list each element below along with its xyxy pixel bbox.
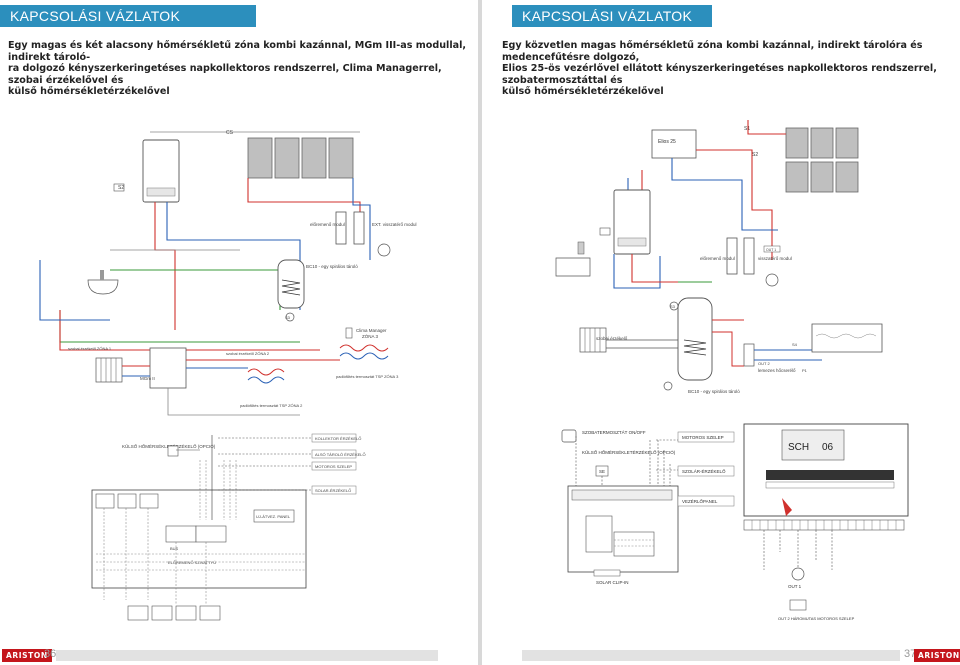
collector-sensor-label: KOLLEKTOR ÉRZÉKELŐ — [315, 436, 361, 441]
mgm-label: MGm II — [140, 376, 155, 381]
page-gutter — [478, 0, 482, 665]
out2-label: OUT 2 — [758, 361, 770, 366]
subtitle-line: Elios 25-ös vezérlővel ellátott kényszer… — [502, 63, 937, 86]
ariston-logo: ARISTON — [914, 649, 960, 662]
s2-label: S2 — [752, 152, 758, 158]
cs-label: CS — [226, 130, 234, 136]
left-page-title: KAPCSOLÁSI VÁZLATOK — [0, 5, 256, 27]
three-way-valve — [789, 599, 807, 611]
left-page-subtitle: Egy magas és két alacsony hőmérsékletű z… — [8, 40, 474, 98]
room-sensor-zone1-label: szobai érzékelő ZÓNA 1 — [68, 346, 112, 351]
flow-module — [726, 237, 738, 275]
storage-tank — [277, 259, 305, 309]
arrow-icon — [782, 498, 792, 516]
panel-label: UJ-ÁTVEZ. PANEL — [256, 514, 291, 519]
bus-label: BUS — [170, 546, 179, 551]
subtitle-line: Egy magas és két alacsony hőmérsékletű z… — [8, 40, 467, 63]
lower-tank-sensor-label: ALSÓ TÁROLÓ ÉRZÉKELŐ — [315, 452, 366, 457]
out2-valve-label: OUT 2 HÁROMUTAS MOTOROS SZELEP — [778, 616, 855, 621]
right-page-title: KAPCSOLÁSI VÁZLATOK — [512, 5, 712, 27]
flow-module — [335, 211, 347, 245]
tank-label: BC10 - egy spirálos tároló — [306, 264, 358, 269]
room-sensor-zone2-label: szobai érzékelő ZÓNA 2 — [226, 351, 270, 356]
radiator — [95, 357, 123, 383]
s3-label: S3 — [670, 304, 676, 309]
floor-thermostat-zone3-label: padlófűtés termosztát TSP ZÓNA 3 — [336, 374, 399, 379]
s1-label: S1 — [744, 126, 750, 132]
motor-valve-label: MOTOROS SZELEP — [315, 464, 352, 469]
right-hydraulic-diagram: S1 S2 Elios 25 előremenő modul visszatér… — [555, 120, 883, 394]
flow-module-label: előremenő modul — [700, 256, 735, 261]
flow-module-label: előremenő modul — [310, 222, 345, 227]
footer-bar — [56, 650, 438, 661]
left-footer: ARISTON 36 — [0, 646, 478, 665]
solar-collectors — [247, 137, 354, 179]
solar-sensor-label: SOLAR-ÉRZÉKELŐ — [315, 488, 351, 493]
display-number: 06 — [822, 442, 834, 453]
page-number: 37 — [904, 648, 917, 660]
combi-boiler — [142, 139, 180, 203]
solar-clip-label: SOLAR CLIP-IN — [596, 580, 629, 585]
solar-sensor-label: SZOLÁR-ÉRZÉKELŐ — [682, 468, 726, 474]
heat-exchanger-label: lemezes hőcserélő — [758, 368, 796, 373]
tank-label: BC10 - egy spirálos tároló — [688, 389, 740, 394]
left-hydraulic-diagram: CS S2 előremenő modul EXT. visszatérő mo… — [39, 130, 417, 416]
outdoor-sensor-label: KÜLSŐ HŐMÉRSÉKLETÉRZÉKELŐ (OPCIÓ) — [582, 449, 676, 455]
motor-valve-label: MOTOROS SZELEP — [682, 435, 724, 440]
return-module — [353, 211, 365, 245]
subtitle-line: külső hőmérsékletérzékelővel — [502, 86, 664, 98]
control-board — [91, 489, 307, 589]
clima-label: Clima Manager — [356, 328, 387, 333]
radiator — [579, 327, 607, 353]
return-module — [743, 237, 755, 275]
se-label: SE — [599, 469, 605, 474]
elios-label: Elios 25 — [658, 139, 676, 145]
floor-heating-zone2 — [247, 368, 285, 376]
swimming-pool — [811, 323, 883, 353]
out1-pump-label: OUT 1 — [788, 584, 802, 589]
pump-icon — [791, 567, 805, 581]
out1-label: OUT 1 — [766, 248, 776, 252]
right-page: KAPCSOLÁSI VÁZLATOK Egy közvetlen magas … — [482, 0, 960, 665]
left-page: KAPCSOLÁSI VÁZLATOK Egy magas és két ala… — [0, 0, 478, 665]
display-text: SCH — [788, 442, 809, 453]
clima-manager — [345, 327, 353, 339]
mgm-module — [149, 347, 187, 389]
return-module-label: EXT. visszatérő modul — [372, 222, 417, 227]
storage-tank — [677, 297, 713, 381]
control-panel-label: VEZÉRLŐPANEL — [682, 498, 718, 504]
controller-display — [781, 429, 845, 461]
right-footer: 37 ARISTON — [482, 646, 960, 665]
combi-boiler — [613, 189, 651, 255]
room-thermostat-label: SZOBATERMOSZTÁT ON/OFF — [582, 429, 646, 435]
zone3-label: ZÓNA 3 — [362, 333, 379, 339]
room-thermostat — [561, 429, 577, 443]
right-wiring-diagram: SZOBATERMOSZTÁT ON/OFF MOTOROS SZELEP KÜ… — [561, 423, 909, 621]
ariston-logo: ARISTON — [2, 649, 52, 662]
subtitle-line: ra dolgozó kényszerkeringetéses napkolle… — [8, 63, 442, 86]
floor-thermostat-zone2-label: padlófűtés termosztát TSP ZÓNA 2 — [240, 403, 303, 408]
plate-heat-exchanger — [743, 343, 755, 367]
elios-controller — [651, 129, 697, 159]
left-wiring-diagram: KÜLSŐ HŐMÉRSÉKLETÉRZÉKELŐ (OPCIÓ) KOLLEK… — [91, 433, 366, 621]
sink-icon — [87, 279, 119, 295]
p1-label: P1 — [802, 368, 808, 373]
solar-collectors — [785, 127, 859, 193]
s3-label: S3 — [285, 315, 291, 320]
footer-bar — [522, 650, 900, 661]
subtitle-line: Egy közvetlen magas hőmérsékletű zóna ko… — [502, 40, 923, 63]
floor-heating-zone3 — [339, 344, 389, 352]
return-module-label: visszatérő modul — [758, 256, 792, 261]
flow-pump-label: ELŐREMENŐ SZIVATTYÚ — [168, 560, 216, 565]
right-page-subtitle: Egy közvetlen magas hőmérsékletű zóna ko… — [502, 40, 954, 98]
bathtub-icon — [555, 257, 591, 277]
s2-label: S2 — [118, 185, 124, 191]
subtitle-line: külső hőmérsékletérzékelővel — [8, 86, 170, 98]
s4-label: S4 — [792, 342, 798, 347]
page-number: 36 — [44, 648, 57, 660]
outdoor-sensor — [167, 445, 179, 457]
room-sensor-label: szobai érzékelő — [596, 336, 628, 341]
